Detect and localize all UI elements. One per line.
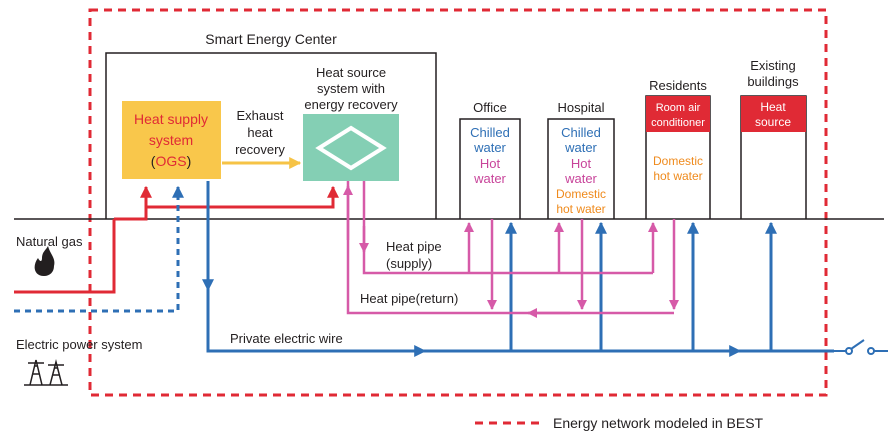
svg-text:Domestic: Domestic [556, 187, 606, 201]
legend: Energy network modeled in BEST [475, 415, 764, 431]
diamond-icon [315, 125, 387, 171]
ogs-line3: (OGS) [151, 153, 191, 169]
legend-label: Energy network modeled in BEST [553, 415, 764, 431]
smart-energy-center-title: Smart Energy Center [205, 31, 337, 47]
heat-pipe-return-label: Heat pipe(return) [360, 291, 458, 306]
natural-gas-label: Natural gas [16, 234, 83, 249]
svg-text:Hot: Hot [571, 156, 592, 171]
ogs-line1: Heat supply [134, 111, 208, 127]
heat-pipe-supply-label: Heat pipe [386, 239, 442, 254]
building-hospital: Hospital Chilled water Hot water Domesti… [547, 100, 615, 219]
svg-text:conditioner: conditioner [651, 117, 705, 129]
best-boundary [88, 8, 828, 397]
transmission-tower-icon [24, 359, 68, 386]
heat-pipe-supply-sub: (supply) [386, 256, 432, 271]
exhaust-heat-recovery: Exhaust heat recovery [222, 108, 302, 169]
heat-source-label [741, 96, 806, 132]
private-electric-wire [202, 181, 834, 357]
private-electric-wire-label: Private electric wire [230, 331, 343, 346]
svg-text:water: water [473, 140, 506, 155]
svg-text:Chilled: Chilled [470, 125, 510, 140]
residents-title: Residents [649, 78, 707, 93]
svg-text:Exhaust: Exhaust [237, 108, 284, 123]
heat-pipe-return [343, 181, 679, 318]
electric-grid-line [14, 185, 184, 313]
office-title: Office [473, 100, 507, 115]
svg-text:recovery: recovery [235, 142, 285, 157]
ogs-line2: system [149, 132, 193, 148]
heat-source-recovery-system: Heat source system with energy recovery [303, 65, 399, 181]
svg-text:hot water: hot water [653, 169, 702, 183]
hospital-title: Hospital [558, 100, 605, 115]
svg-text:water: water [564, 140, 597, 155]
building-residents: Residents Room air conditioner Domestic … [645, 78, 711, 219]
room-air-conditioner-label [646, 96, 710, 132]
ogs-acronym: OGS [155, 153, 186, 169]
heat-pipe-supply [359, 181, 658, 275]
svg-text:source: source [755, 115, 791, 129]
svg-text:Hot: Hot [480, 156, 501, 171]
building-office: Office Chilled water Hot water [459, 100, 521, 219]
svg-text:energy recovery: energy recovery [304, 97, 398, 112]
flame-icon [34, 246, 55, 276]
svg-text:Heat source: Heat source [316, 65, 386, 80]
svg-text:heat: heat [247, 125, 273, 140]
svg-text:buildings: buildings [747, 74, 799, 89]
svg-text:Room air: Room air [656, 102, 701, 114]
natural-gas-pipe [14, 185, 339, 294]
svg-text:water: water [564, 171, 597, 186]
smart-energy-center: Smart Energy Center [105, 31, 437, 219]
svg-text:water: water [473, 171, 506, 186]
switch-icon [834, 339, 888, 355]
electric-power-label: Electric power system [16, 337, 142, 352]
svg-text:system with: system with [317, 81, 385, 96]
svg-text:Heat: Heat [760, 100, 786, 114]
svg-text:Domestic: Domestic [653, 154, 703, 168]
building-existing: Existing buildings Heat source [740, 58, 807, 219]
svg-text:Chilled: Chilled [561, 125, 601, 140]
svg-text:hot water: hot water [556, 202, 605, 216]
heat-supply-system-box: Heat supply system (OGS) [122, 101, 221, 179]
svg-text:Existing: Existing [750, 58, 796, 73]
